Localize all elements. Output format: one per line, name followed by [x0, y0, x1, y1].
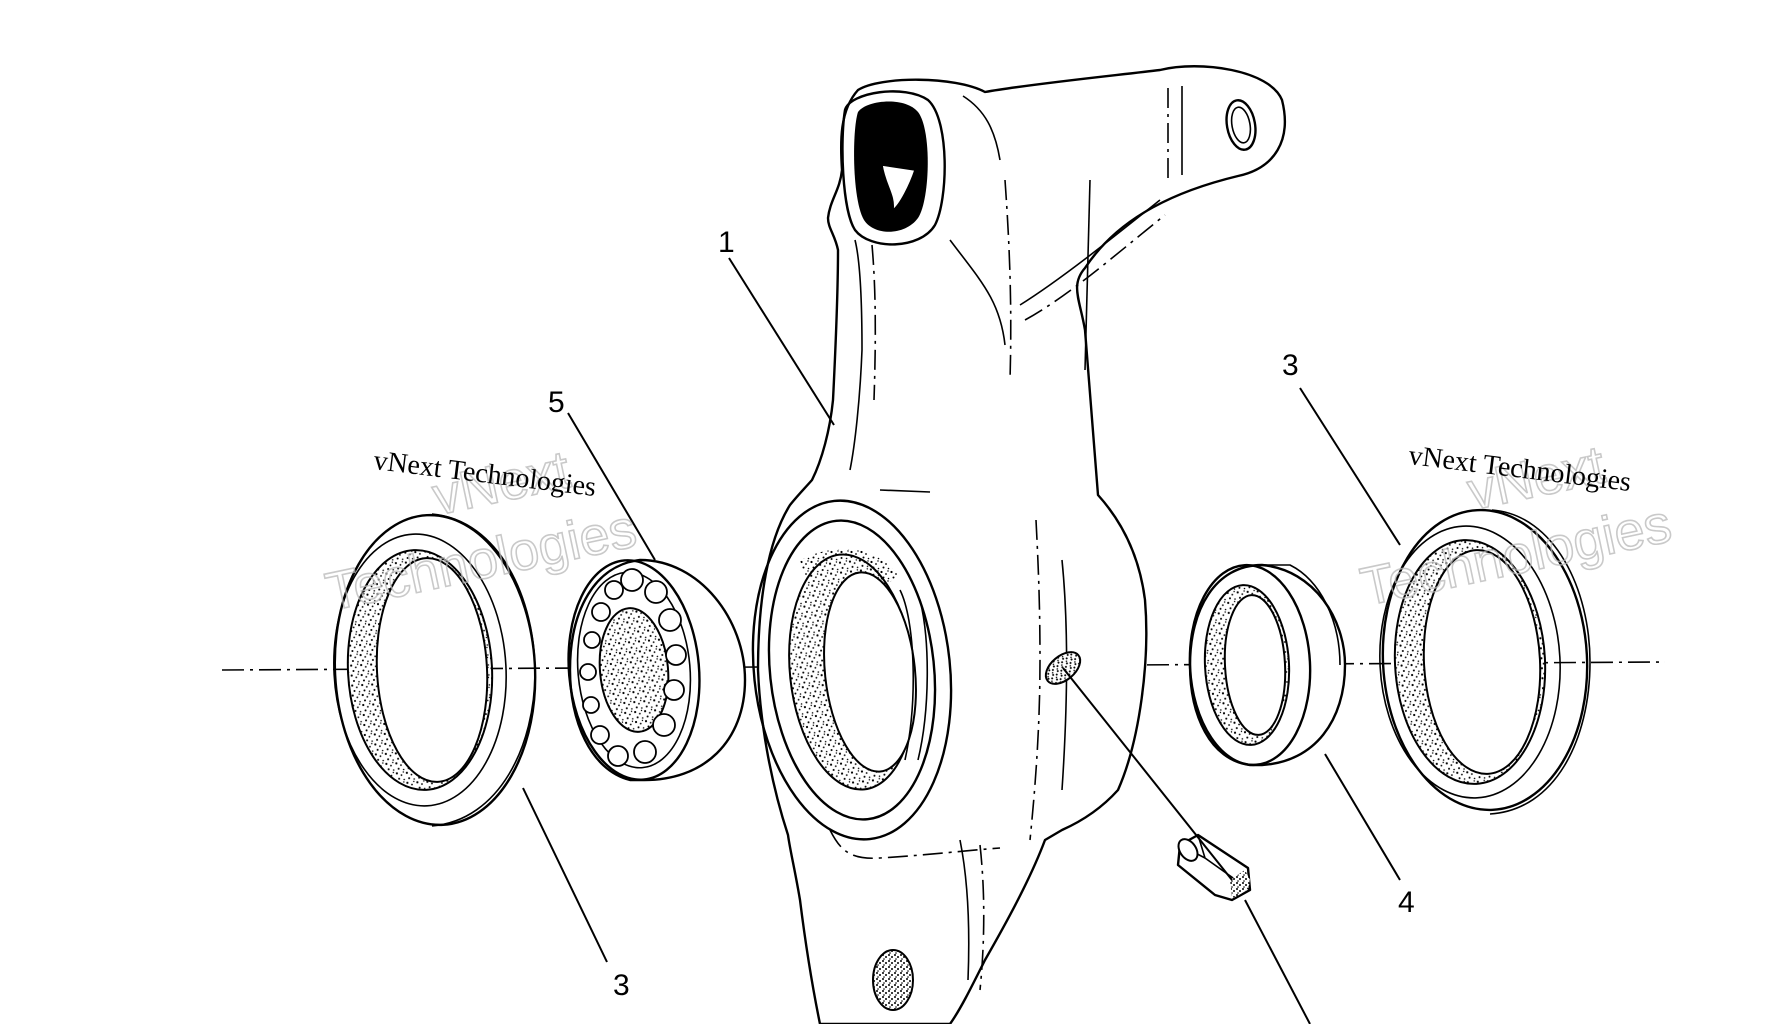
- leader-lines: [522, 257, 1401, 1024]
- callout-4: 4: [1398, 886, 1415, 919]
- steering-knuckle: [751, 65, 1287, 1024]
- callouts: 1 3 3 4 5: [548, 226, 1415, 1002]
- callout-3-left: 3: [613, 969, 630, 1002]
- bearing-balls: [579, 568, 687, 767]
- roller-bearing: [567, 558, 747, 782]
- bearing-race: [1188, 563, 1347, 767]
- callout-3-right: 3: [1282, 349, 1299, 382]
- grease-nipple: [1176, 833, 1252, 902]
- right-seal: [1379, 508, 1591, 815]
- callout-1: 1: [718, 226, 735, 259]
- callout-5: 5: [548, 386, 565, 419]
- left-seal: [333, 513, 537, 827]
